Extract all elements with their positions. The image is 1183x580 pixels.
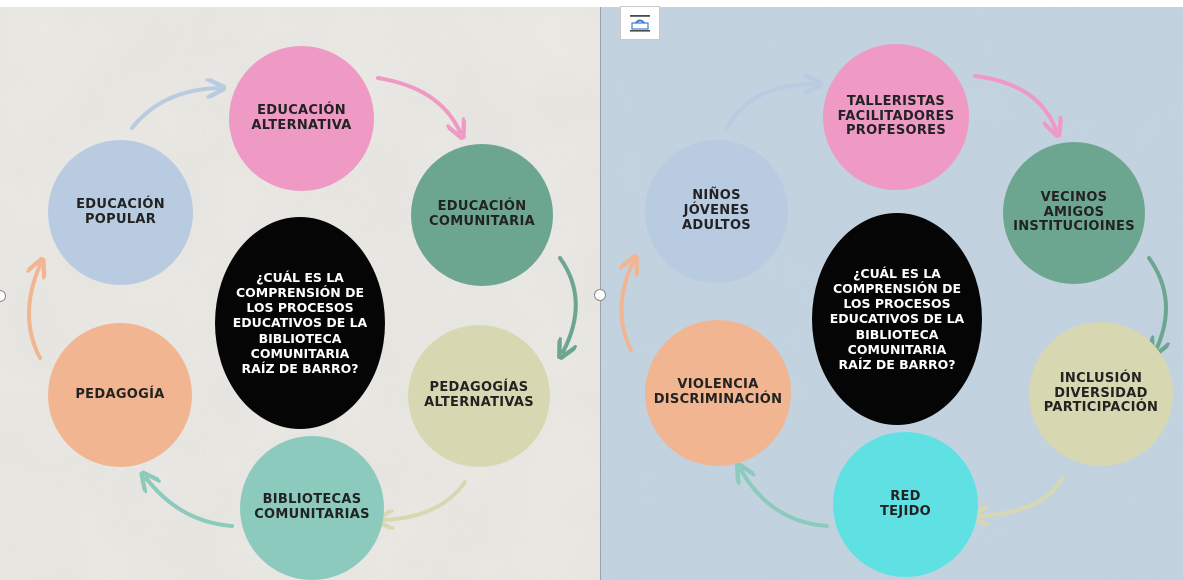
- arrow-violencia-to-ninos: [621, 262, 633, 352]
- cycle-arrows: [0, 76, 578, 580]
- node-ninos: NIÑOS JÓVENES ADULTOS: [645, 140, 788, 283]
- left-diagram-panel: EDUCACIÓN ALTERNATIVA EDUCACIÓN COMUNITA…: [0, 0, 600, 580]
- arrow-pedagogia-to-popular: [29, 265, 40, 360]
- node-bibliotecas-comunitarias: BIBLIOTECAS COMUNITARIAS: [240, 436, 384, 580]
- arrow-alternativa-to-comunitaria: [376, 76, 460, 132]
- arrow-pedagogias-to-bibliotecas: [382, 480, 467, 520]
- cycle-arrows-right: [601, 0, 1183, 528]
- arrow-ninos-to-talleristas: [725, 84, 815, 130]
- arrow-red-to-violencia: [741, 470, 829, 528]
- node-talleristas: TALLERISTAS FACILITADORES PROFESORES: [823, 44, 969, 190]
- node-educacion-comunitaria: EDUCACIÓN COMUNITARIA: [411, 144, 553, 286]
- node-red-tejido: RED TEJIDO: [833, 432, 978, 577]
- node-educacion-alternativa: EDUCACIÓN ALTERNATIVA: [229, 46, 374, 191]
- node-pedagogias-alternativas: PEDAGOGÍAS ALTERNATIVAS: [408, 325, 550, 467]
- top-edge: [0, 0, 1183, 7]
- arrow-talleristas-to-vecinos: [973, 74, 1056, 130]
- layout-options-button[interactable]: [620, 6, 660, 40]
- node-inclusion: INCLUSIÓN DIVERSIDAD PARTICIPACIÓN: [1029, 322, 1173, 466]
- node-vecinos: VECINOS AMIGOS INSTITUCIOINES: [1003, 142, 1145, 284]
- center-question: ¿CUÁL ES LA COMPRENSIÓN DE LOS PROCESOS …: [215, 217, 385, 429]
- center-question-right: ¿CUÁL ES LA COMPRENSIÓN DE LOS PROCESOS …: [812, 213, 982, 425]
- arrow-popular-to-alternativa: [130, 88, 218, 130]
- right-diagram-panel: TALLERISTAS FACILITADORES PROFESORES VEC…: [601, 0, 1183, 580]
- arrow-vecinos-to-inclusion: [1147, 256, 1166, 350]
- node-violencia: VIOLENCIA DISCRIMINACIÓN: [645, 320, 791, 466]
- arrow-inclusion-to-red: [977, 476, 1065, 516]
- arrow-comunitaria-to-pedagogias: [560, 256, 578, 352]
- wrap-text-icon: [630, 15, 650, 32]
- node-educacion-popular: EDUCACIÓN POPULAR: [48, 140, 193, 285]
- node-pedagogia: PEDAGOGÍA: [48, 323, 192, 467]
- arrow-bibliotecas-to-pedagogia: [146, 478, 234, 528]
- center-resize-handle[interactable]: [594, 289, 606, 301]
